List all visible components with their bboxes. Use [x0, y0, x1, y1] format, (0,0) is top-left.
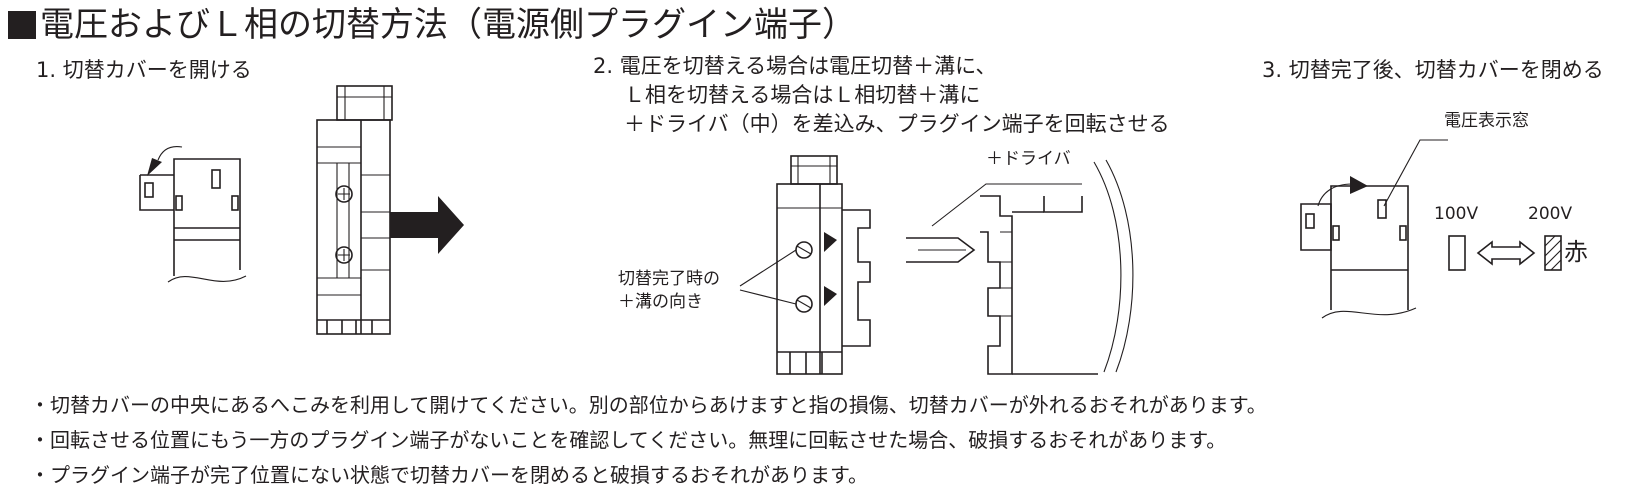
voltage-window-label: 電圧表示窓: [1444, 111, 1529, 131]
groove-arrow-icon-2: [824, 286, 837, 306]
square-bullet-icon: [8, 11, 36, 39]
window-leader-line: [1383, 139, 1448, 207]
label-200v: 200V: [1528, 204, 1573, 224]
leader-lines: [739, 249, 797, 305]
groove-label-line-2: ＋溝の向き: [618, 292, 703, 312]
step-3-caption: 3. 切替完了後、切替カバーを閉める: [1262, 58, 1604, 82]
page-title: 電圧およびＬ相の切替方法（電源側プラグイン端子）: [8, 4, 856, 46]
step-2-line-1: 2. 電圧を切替える場合は電圧切替＋溝に、: [593, 54, 997, 78]
notes-list: ・切替カバーの中央にあるへこみを利用して開けてください。別の部位からあけますと指…: [30, 388, 1267, 493]
indicator-200v-red: [1544, 235, 1562, 271]
open-arrow-icon: [147, 158, 162, 176]
step2-driver-drawing: [906, 159, 1134, 375]
driver-leader-line: [931, 183, 1082, 227]
double-arrow-icon: [1476, 240, 1536, 266]
indicator-100v-white: [1448, 235, 1466, 271]
groove-arrow-icon: [824, 232, 837, 252]
label-red: 赤: [1564, 238, 1588, 266]
step2-front-view-drawing: [739, 155, 871, 375]
step-2-line-2: Ｌ相を切替える場合はＬ相切替＋溝に: [624, 83, 981, 107]
note-item-2: ・回転させる位置にもう一方のプラグイン端子がないことを確認してください。無理に回…: [30, 428, 1227, 452]
step3-closed-view-drawing: [1300, 139, 1448, 319]
step1-side-view-drawing: [139, 146, 247, 283]
step-2-caption: 2. 電圧を切替える場合は電圧切替＋溝に、 Ｌ相を切替える場合はＬ相切替＋溝に …: [593, 52, 1170, 139]
close-arrow-icon: [1350, 176, 1368, 194]
groove-label-line-1: 切替完了時の: [618, 269, 720, 289]
step-2-line-3: ＋ドライバ（中）を差込み、プラグイン端子を回転させる: [624, 112, 1170, 136]
note-item-1: ・切替カバーの中央にあるへこみを利用して開けてください。別の部位からあけますと指…: [30, 393, 1267, 417]
step3-indicator-legend: [1448, 235, 1562, 271]
note-item-3: ・プラグイン端子が完了位置にない状態で切替カバーを閉めると破損するおそれがありま…: [30, 463, 868, 487]
label-100v: 100V: [1434, 204, 1479, 224]
pull-arrow-icon: [390, 196, 464, 254]
title-text: 電圧およびＬ相の切替方法（電源側プラグイン端子）: [40, 5, 856, 45]
step-1-caption: 1. 切替カバーを開ける: [36, 58, 252, 82]
step1-front-view-drawing: [316, 85, 464, 335]
driver-label: ＋ドライバ: [986, 149, 1071, 169]
